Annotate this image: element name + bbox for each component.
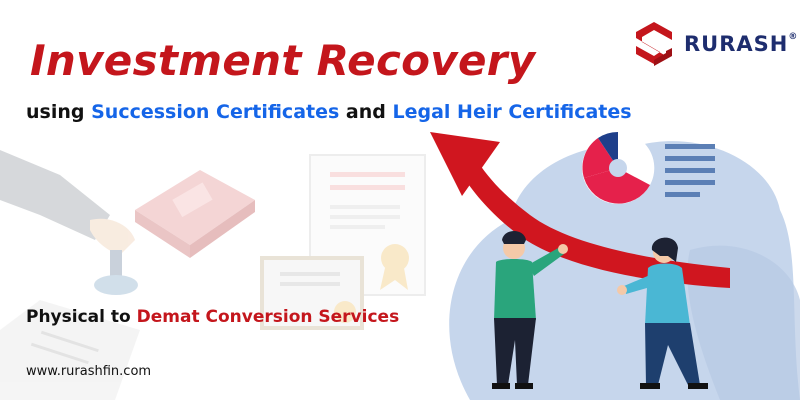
book-icon bbox=[135, 170, 255, 258]
rurash-logo: RURASH® bbox=[632, 20, 798, 68]
pie-chart-icon bbox=[582, 131, 715, 204]
subheadline: using Succession Certificates and Legal … bbox=[26, 101, 632, 123]
subheadline-middle: and bbox=[345, 101, 386, 123]
subheadline-prefix: using bbox=[26, 101, 85, 123]
service-tagline: Physical to Demat Conversion Services bbox=[26, 307, 399, 327]
website-url: www.rurashfin.com bbox=[26, 364, 152, 379]
subheadline-succession: Succession Certificates bbox=[91, 101, 340, 123]
certificate-icon bbox=[260, 154, 426, 330]
growth-arrow-icon bbox=[430, 132, 730, 288]
subheadline-legal-heir: Legal Heir Certificates bbox=[392, 101, 632, 123]
stamp-icon bbox=[0, 300, 140, 400]
headline: Investment Recovery bbox=[30, 36, 536, 85]
person-right bbox=[617, 237, 708, 389]
tagline-prefix: Physical to bbox=[26, 307, 131, 327]
person-left bbox=[492, 231, 568, 389]
rurash-logo-icon bbox=[636, 22, 672, 66]
logo-wordmark: RURASH® bbox=[684, 32, 799, 56]
tagline-highlight: Demat Conversion Services bbox=[136, 307, 400, 327]
hand-icon bbox=[0, 150, 140, 400]
